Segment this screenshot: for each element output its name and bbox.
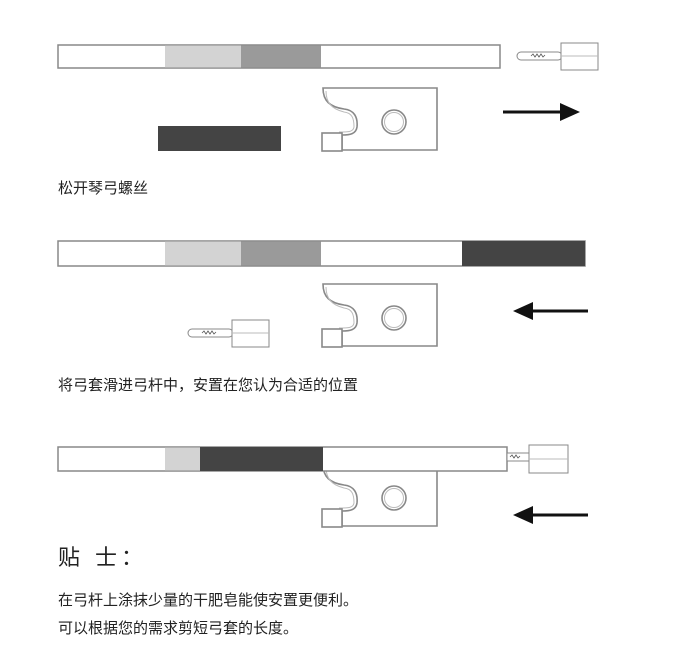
step-1-diagram bbox=[57, 42, 599, 152]
tip-line-1: 在弓杆上涂抹少量的干肥皂能使安置更便利。 bbox=[58, 591, 359, 609]
step-3-diagram bbox=[57, 444, 588, 528]
step-2-diagram bbox=[57, 240, 588, 348]
tips-title: 贴 士： bbox=[58, 546, 147, 571]
step-2-caption: 将弓套滑进弓杆中，安置在您认为合适的位置 bbox=[58, 376, 359, 394]
mid-segment bbox=[241, 241, 321, 266]
light-segment bbox=[165, 45, 241, 68]
screw-icon bbox=[506, 444, 569, 474]
step-1-caption: 松开琴弓螺丝 bbox=[58, 179, 149, 197]
light-segment bbox=[165, 241, 241, 266]
frog-icon bbox=[321, 87, 438, 152]
screw-icon bbox=[516, 42, 599, 71]
frog-icon bbox=[321, 463, 438, 528]
screw-icon bbox=[187, 319, 270, 348]
bow-sleeve bbox=[158, 126, 281, 151]
tip-line-2: 可以根据您的需求剪短弓套的长度。 bbox=[58, 619, 299, 637]
bow-sleeve bbox=[462, 241, 585, 266]
frog-icon bbox=[321, 283, 438, 348]
light-segment bbox=[165, 447, 200, 471]
mid-segment bbox=[241, 45, 321, 68]
arrow-right-icon bbox=[503, 103, 580, 121]
arrow-left-icon bbox=[513, 302, 588, 320]
arrow-left-icon bbox=[513, 506, 588, 524]
bow-sleeve bbox=[200, 447, 323, 471]
